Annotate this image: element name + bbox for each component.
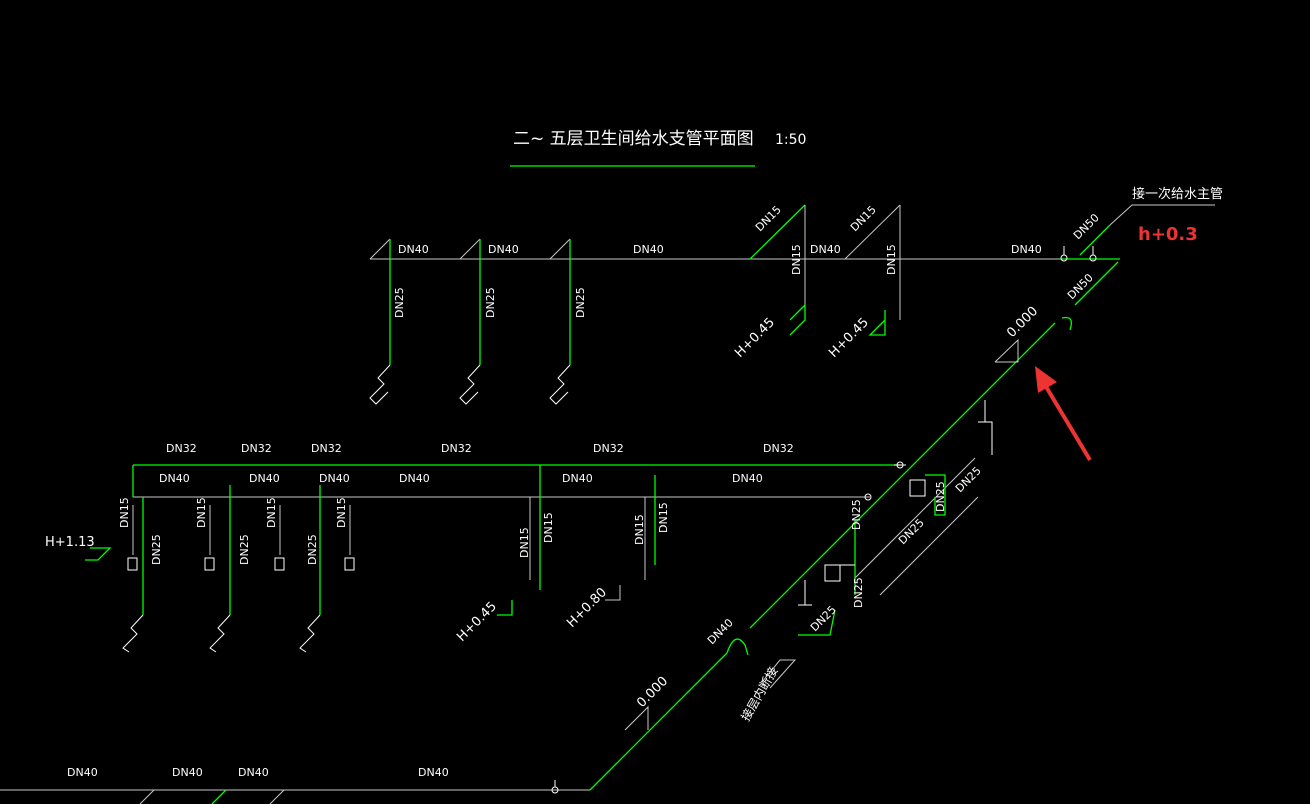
- height-label: H+0.45: [454, 599, 500, 645]
- pipe-label: DN32: [441, 442, 472, 455]
- floor-connection-note: 接层内断接: [738, 664, 781, 723]
- leader-line: [1109, 204, 1215, 226]
- pipe-label: DN15: [657, 502, 670, 533]
- pipe-label: DN15: [195, 497, 208, 528]
- elevation-label: 0.000: [634, 674, 671, 711]
- pipe-label: DN40: [172, 766, 203, 779]
- pipe-label: DN40: [249, 472, 280, 485]
- height-label: H+1.13: [45, 535, 95, 550]
- pipe-label: DN32: [311, 442, 342, 455]
- pipe-label: DN40: [418, 766, 449, 779]
- bottom-branch: [0, 780, 590, 804]
- pipe-label: DN25: [808, 603, 839, 634]
- pipe-label: DN32: [241, 442, 272, 455]
- pipe-label: DN25: [238, 534, 251, 565]
- pipe-label: DN25: [852, 577, 865, 608]
- pipe-label: DN25: [850, 499, 863, 530]
- pipe-label: DN40: [159, 472, 190, 485]
- pipe-label: DN40: [705, 616, 736, 647]
- pipe-label: DN40: [732, 472, 763, 485]
- pipe-label: DN40: [67, 766, 98, 779]
- pipe-label: DN25: [150, 534, 163, 565]
- elevation-label: 0.000: [1004, 304, 1041, 341]
- pipe-label: DN40: [810, 243, 841, 256]
- middle-branch: [85, 461, 906, 653]
- height-annotation: h+0.3: [1138, 224, 1198, 245]
- pipe-label: DN40: [319, 472, 350, 485]
- drawing-title: 二~ 五层卫生间给水支管平面图: [513, 129, 754, 149]
- pipe-label: DN32: [593, 442, 624, 455]
- pipe-label: DN15: [518, 527, 531, 558]
- pipe-label: DN25: [934, 481, 947, 512]
- pipe-label: DN32: [763, 442, 794, 455]
- pipe-label: DN25: [393, 287, 406, 318]
- pipe-label: DN40: [238, 766, 269, 779]
- pipe-label: DN40: [488, 243, 519, 256]
- pipe-label: DN15: [118, 497, 131, 528]
- height-label: H+0.45: [826, 315, 872, 361]
- pipe-label: DN15: [633, 514, 646, 545]
- pipe-label: DN25: [574, 287, 587, 318]
- pipe-label: DN15: [265, 497, 278, 528]
- pipe-label: DN25: [306, 534, 319, 565]
- pipe-label: DN40: [399, 472, 430, 485]
- pipe-label: DN15: [885, 244, 898, 275]
- pipe-label: DN25: [484, 287, 497, 318]
- pipe-label: DN40: [633, 243, 664, 256]
- pipe-label: DN50: [1065, 271, 1096, 302]
- pipe-label: DN25: [953, 464, 984, 495]
- main-riser: [589, 316, 1073, 791]
- pipe-label: DN15: [335, 497, 348, 528]
- pipe-label: DN40: [562, 472, 593, 485]
- height-label: H+0.80: [564, 585, 610, 631]
- pipe-label: DN15: [542, 512, 555, 543]
- red-arrow-icon: [1035, 366, 1092, 462]
- pipe-label: DN32: [166, 442, 197, 455]
- pipe-label: DN40: [1011, 243, 1042, 256]
- main-pipe-note: 接一次给水主管: [1132, 186, 1223, 202]
- pipe-label: DN25: [896, 516, 927, 547]
- height-label: H+0.45: [732, 315, 778, 361]
- pipe-label: DN15: [790, 244, 803, 275]
- drawing-scale: 1:50: [775, 132, 806, 148]
- top-branch: [369, 204, 1120, 405]
- pipe-label: DN15: [848, 203, 879, 234]
- pipe-label: DN40: [398, 243, 429, 256]
